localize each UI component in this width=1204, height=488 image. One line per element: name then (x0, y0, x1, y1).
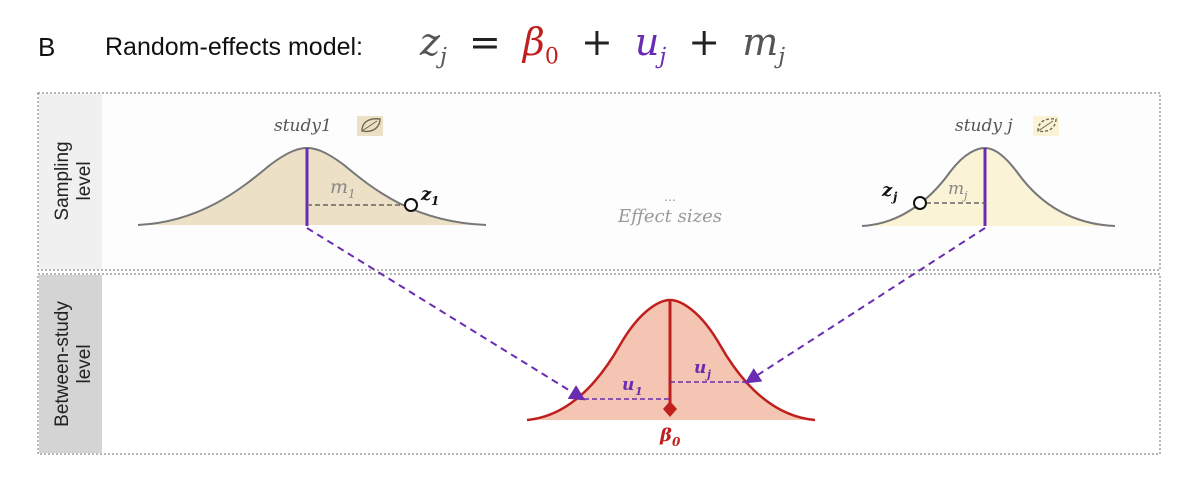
studyj-z-label: z (881, 180, 893, 201)
eq-u-sub: j (659, 44, 667, 70)
eq-plus-2: + (688, 20, 721, 64)
studyj-label: study j (955, 116, 1013, 136)
study1-label: study1 (274, 116, 332, 136)
study1-z-sub: 1 (431, 194, 439, 208)
studyj-z-point (913, 196, 927, 210)
u1-label: u (622, 375, 634, 395)
eq-z: z (420, 20, 441, 64)
middle-dots: ... (664, 188, 676, 204)
panel-letter: B (38, 32, 56, 62)
eq-u: u (634, 20, 660, 64)
study1-m-sub: 1 (348, 187, 356, 201)
eq-equals: = (468, 20, 501, 64)
u1-sub: 1 (635, 385, 643, 398)
model-equation: zj = β0 + uj + mj (420, 20, 785, 70)
between-level-box (37, 273, 1161, 455)
beta0-sub: 0 (672, 435, 681, 449)
study1-m-label: m (330, 176, 348, 198)
study1-z-point (404, 198, 418, 212)
uj-label: u (694, 358, 706, 378)
arrow-studyj-to-uj (744, 227, 986, 384)
eq-beta-sub: 0 (544, 44, 559, 70)
study1-leaf-icon (357, 116, 383, 136)
uj-sub: j (705, 368, 711, 381)
diagram-title: Random-effects model: (105, 33, 363, 61)
eq-z-sub: j (440, 44, 447, 70)
beta0-label: β (659, 425, 672, 446)
eq-m-sub: j (778, 44, 786, 70)
study1-z-label: z (420, 184, 432, 205)
eq-m: m (742, 20, 779, 64)
studyj-m-label: m (948, 179, 964, 199)
eq-beta: β (522, 20, 545, 64)
between-level-label-1: Between-study (52, 301, 73, 427)
sampling-level-label-2: level (74, 161, 95, 200)
studyj-z-sub: j (891, 190, 898, 204)
studyj-m-sub: j (961, 189, 968, 202)
sampling-level-label-1: Sampling (52, 141, 73, 220)
between-level-sidebar (39, 275, 102, 453)
sampling-level-sidebar (39, 94, 102, 269)
eq-plus-1: + (580, 20, 613, 64)
beta0-marker (663, 401, 677, 417)
arrow-study1-to-u1 (306, 227, 586, 401)
studyj-leaf-icon (1033, 116, 1059, 136)
between-level-label-2: level (74, 344, 95, 383)
effect-sizes-label: Effect sizes (617, 206, 722, 227)
